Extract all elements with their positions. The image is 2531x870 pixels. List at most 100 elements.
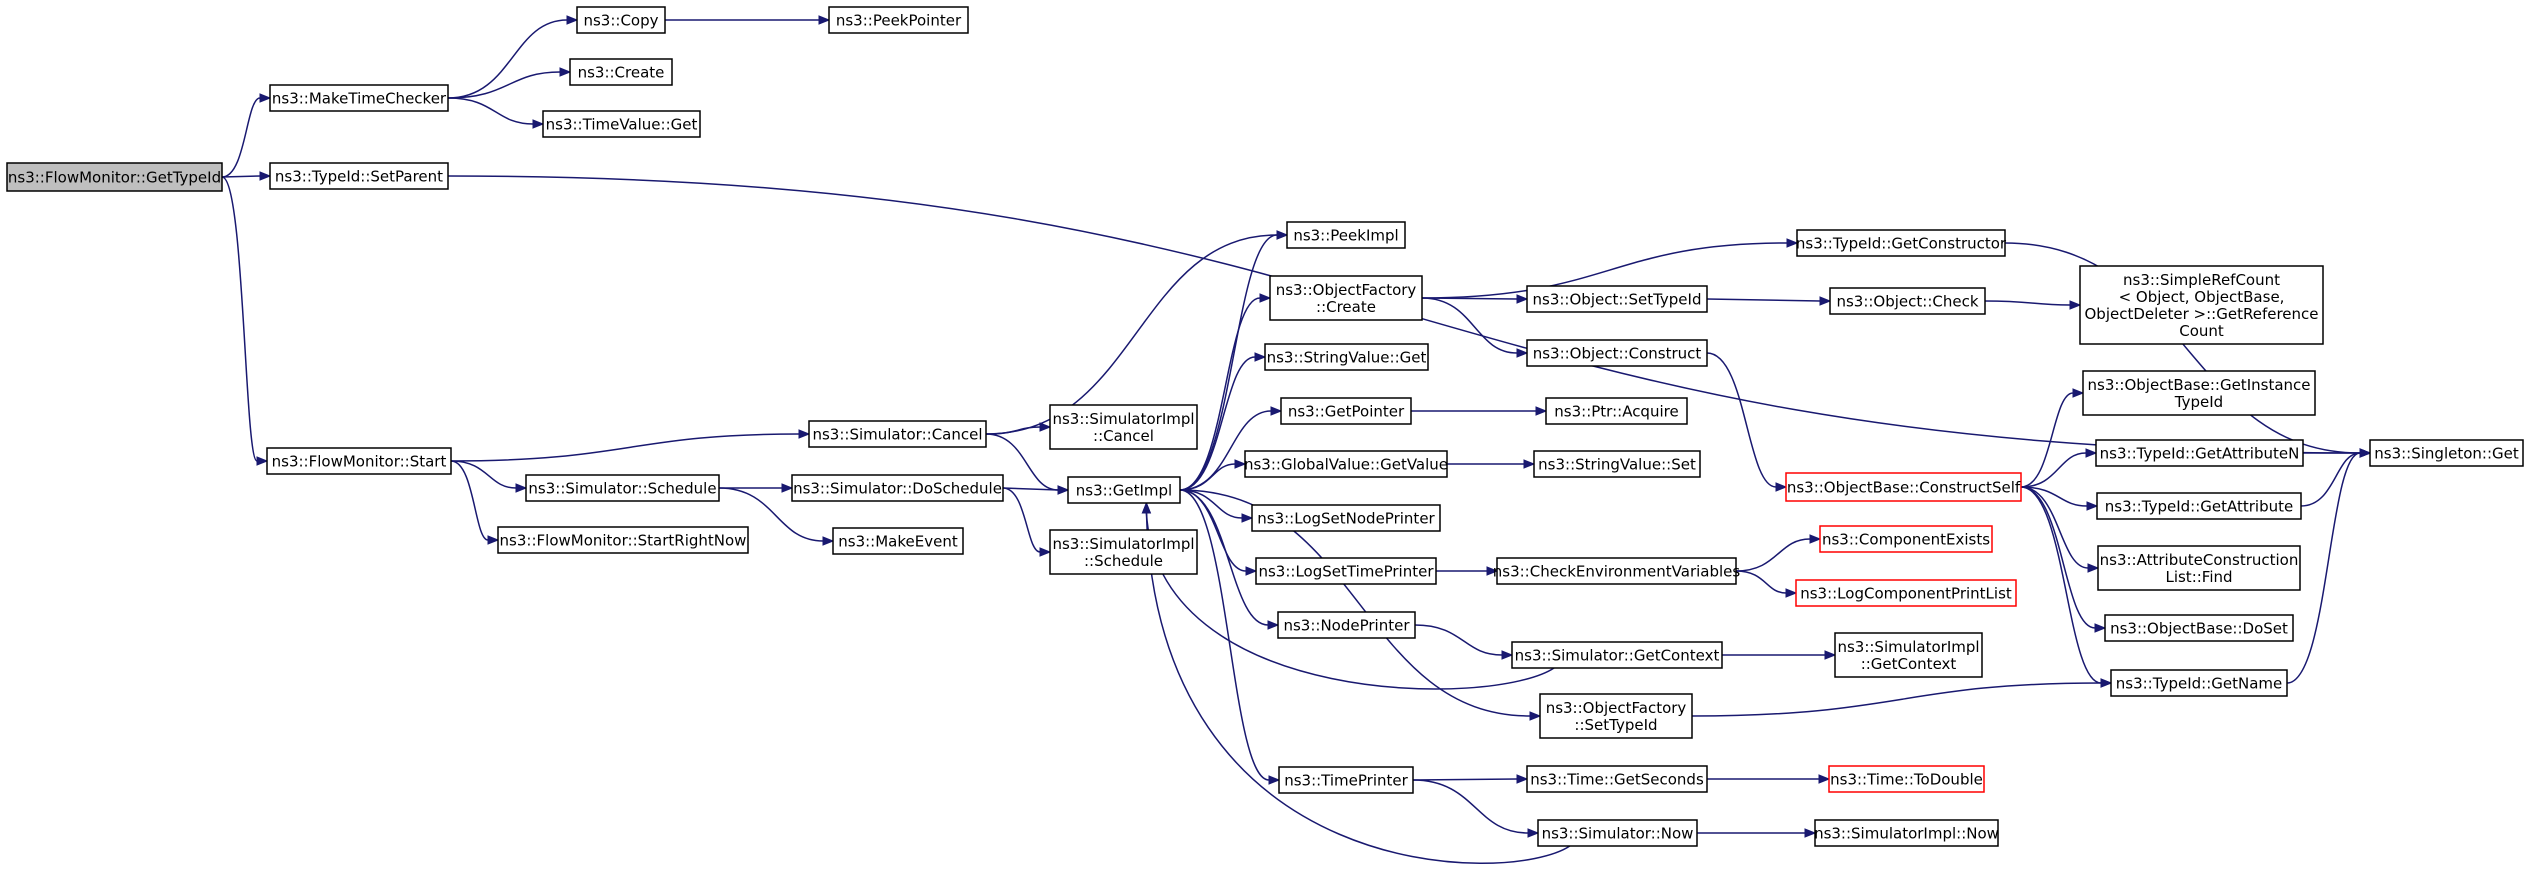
edge-root-to-make-time-checker xyxy=(221,93,272,178)
node-label: ns3::FlowMonitor::GetTypeId xyxy=(8,168,221,186)
node-time-value-get[interactable]: ns3::TimeValue::Get xyxy=(542,110,701,138)
node-sim-now[interactable]: ns3::Simulator::Now xyxy=(1537,819,1698,847)
node-fm-start[interactable]: ns3::FlowMonitor::Start xyxy=(266,447,452,475)
node-box xyxy=(2097,545,2301,591)
node-create[interactable]: ns3::Create xyxy=(569,58,673,86)
node-simple-ref-count[interactable]: ns3::SimpleRefCount< Object, ObjectBase,… xyxy=(2079,265,2324,345)
node-label: TypeId xyxy=(2174,393,2223,411)
node-object-base-construct-self[interactable]: ns3::ObjectBase::ConstructSelf xyxy=(1785,472,2022,502)
edge-sim-cancel-to-peek-impl xyxy=(985,230,1289,435)
node-singleton-get[interactable]: ns3::Singleton::Get xyxy=(2369,439,2524,467)
node-peek-impl[interactable]: ns3::PeekImpl xyxy=(1286,221,1406,249)
node-box xyxy=(1049,529,1198,575)
node-box xyxy=(6,162,223,192)
node-box xyxy=(497,526,749,554)
node-type-id-get-constructor[interactable]: ns3::TypeId::GetConstructor xyxy=(1796,229,2007,257)
edge-object-base-construct-self-to-get-instance-type-id xyxy=(2020,388,2085,488)
node-box xyxy=(1526,339,1708,367)
node-sim-do-schedule[interactable]: ns3::Simulator::DoSchedule xyxy=(791,474,1004,502)
node-label: ::Cancel xyxy=(1093,427,1154,445)
node-of-create[interactable]: ns3::ObjectFactory::Create xyxy=(1269,275,1423,321)
node-time-printer[interactable]: ns3::TimePrinter xyxy=(1278,766,1414,794)
edge-time-printer-to-time-get-seconds xyxy=(1412,774,1529,784)
edge-of-set-type-id-to-type-id-get-name xyxy=(1691,678,2113,717)
edge-of-create-to-object-construct xyxy=(1421,297,1529,358)
node-label: ns3::SimulatorImpl xyxy=(1052,410,1194,428)
node-box xyxy=(2079,265,2324,345)
node-label: ns3::TypeId::SetParent xyxy=(275,167,443,185)
edge-get-pointer-to-ptr-acquire xyxy=(1411,406,1548,416)
node-log-set-node-printer[interactable]: ns3::LogSetNodePrinter xyxy=(1251,504,1441,532)
node-label: ns3::Copy xyxy=(583,11,658,29)
node-get-attribute[interactable]: ns3::TypeId::GetAttribute xyxy=(2096,492,2302,520)
node-type-id-get-name[interactable]: ns3::TypeId::GetName xyxy=(2110,669,2288,697)
node-box xyxy=(2110,669,2288,697)
node-string-value-get[interactable]: ns3::StringValue::Get xyxy=(1264,343,1429,371)
node-set-parent[interactable]: ns3::TypeId::SetParent xyxy=(269,162,449,190)
node-global-value-get-value[interactable]: ns3::GlobalValue::GetValue xyxy=(1244,450,1448,478)
edge-get-impl-to-of-set-type-id xyxy=(1179,489,1542,721)
edge-sim-cancel-to-sim-impl-cancel xyxy=(985,422,1052,435)
node-get-pointer[interactable]: ns3::GetPointer xyxy=(1280,397,1412,425)
node-sim-impl-get-context[interactable]: ns3::SimulatorImpl::GetContext xyxy=(1834,632,1983,678)
node-box xyxy=(1496,557,1737,585)
node-sim-impl-schedule[interactable]: ns3::SimulatorImpl::Schedule xyxy=(1049,529,1198,575)
node-object-check[interactable]: ns3::Object::Check xyxy=(1829,287,1986,315)
node-fm-start-right-now[interactable]: ns3::FlowMonitor::StartRightNow xyxy=(497,526,749,554)
node-sim-get-context[interactable]: ns3::Simulator::GetContext xyxy=(1511,641,1723,669)
node-box xyxy=(1545,397,1688,425)
node-get-impl[interactable]: ns3::GetImpl xyxy=(1067,476,1181,504)
node-box xyxy=(828,6,969,34)
node-object-set-type-id[interactable]: ns3::Object::SetTypeId xyxy=(1526,285,1708,313)
node-label: ns3::TimePrinter xyxy=(1284,771,1408,789)
node-sim-cancel[interactable]: ns3::Simulator::Cancel xyxy=(808,420,987,448)
node-time-get-seconds[interactable]: ns3::Time::GetSeconds xyxy=(1526,765,1708,793)
node-log-component-print-list[interactable]: ns3::LogComponentPrintList xyxy=(1795,579,2017,607)
node-box xyxy=(1533,450,1701,478)
node-make-event[interactable]: ns3::MakeEvent xyxy=(832,527,964,555)
node-label: ns3::SimulatorImpl::Now xyxy=(1814,824,1999,842)
node-box xyxy=(1526,765,1708,793)
node-check-env-vars[interactable]: ns3::CheckEnvironmentVariables xyxy=(1493,557,1741,585)
node-label: ns3::ObjectBase::DoSet xyxy=(2110,619,2288,637)
node-label: ns3::GetPointer xyxy=(1288,402,1405,420)
node-string-value-set[interactable]: ns3::StringValue::Set xyxy=(1533,450,1701,478)
edge-object-base-construct-self-to-attr-construction-list-find xyxy=(2020,486,2100,573)
node-time-to-double[interactable]: ns3::Time::ToDouble xyxy=(1828,765,1985,793)
node-copy[interactable]: ns3::Copy xyxy=(576,6,666,34)
node-box xyxy=(1269,275,1423,321)
node-object-base-do-set[interactable]: ns3::ObjectBase::DoSet xyxy=(2104,614,2294,642)
edge-sim-now-to-sim-impl-now xyxy=(1697,828,1817,838)
node-label: ns3::ObjectBase::ConstructSelf xyxy=(1787,478,2021,496)
node-box xyxy=(1537,819,1698,847)
node-object-construct[interactable]: ns3::Object::Construct xyxy=(1526,339,1708,367)
edge-get-impl-to-node-printer xyxy=(1179,489,1280,630)
node-label: ns3::MakeTimeChecker xyxy=(272,89,447,107)
node-sim-impl-now[interactable]: ns3::SimulatorImpl::Now xyxy=(1814,819,1999,847)
node-peek-pointer[interactable]: ns3::PeekPointer xyxy=(828,6,969,34)
edge-time-get-seconds-to-time-to-double xyxy=(1707,774,1831,784)
node-box xyxy=(1277,611,1416,639)
node-component-exists[interactable]: ns3::ComponentExists xyxy=(1819,525,1993,553)
node-sim-impl-cancel[interactable]: ns3::SimulatorImpl::Cancel xyxy=(1049,404,1198,450)
node-root[interactable]: ns3::FlowMonitor::GetTypeId xyxy=(6,162,223,192)
node-log-set-time-printer[interactable]: ns3::LogSetTimePrinter xyxy=(1255,557,1437,585)
node-box xyxy=(525,474,720,502)
node-label: ns3::Time::GetSeconds xyxy=(1530,770,1704,788)
node-get-attribute-n[interactable]: ns3::TypeId::GetAttributeN xyxy=(2095,439,2304,467)
node-sim-schedule[interactable]: ns3::Simulator::Schedule xyxy=(525,474,720,502)
node-ptr-acquire[interactable]: ns3::Ptr::Acquire xyxy=(1545,397,1688,425)
node-label: ns3::Simulator::Now xyxy=(1542,824,1694,842)
node-of-set-type-id[interactable]: ns3::ObjectFactory::SetTypeId xyxy=(1539,693,1693,739)
node-label: ns3::MakeEvent xyxy=(838,532,958,550)
node-label: ns3::LogSetNodePrinter xyxy=(1257,509,1435,527)
node-label: ns3::Ptr::Acquire xyxy=(1554,402,1678,420)
edge-root-to-fm-start xyxy=(221,176,269,466)
node-label: ns3::Object::Construct xyxy=(1533,344,1702,362)
node-make-time-checker[interactable]: ns3::MakeTimeChecker xyxy=(269,84,449,112)
node-label: ::GetContext xyxy=(1861,655,1957,673)
node-node-printer[interactable]: ns3::NodePrinter xyxy=(1277,611,1416,639)
